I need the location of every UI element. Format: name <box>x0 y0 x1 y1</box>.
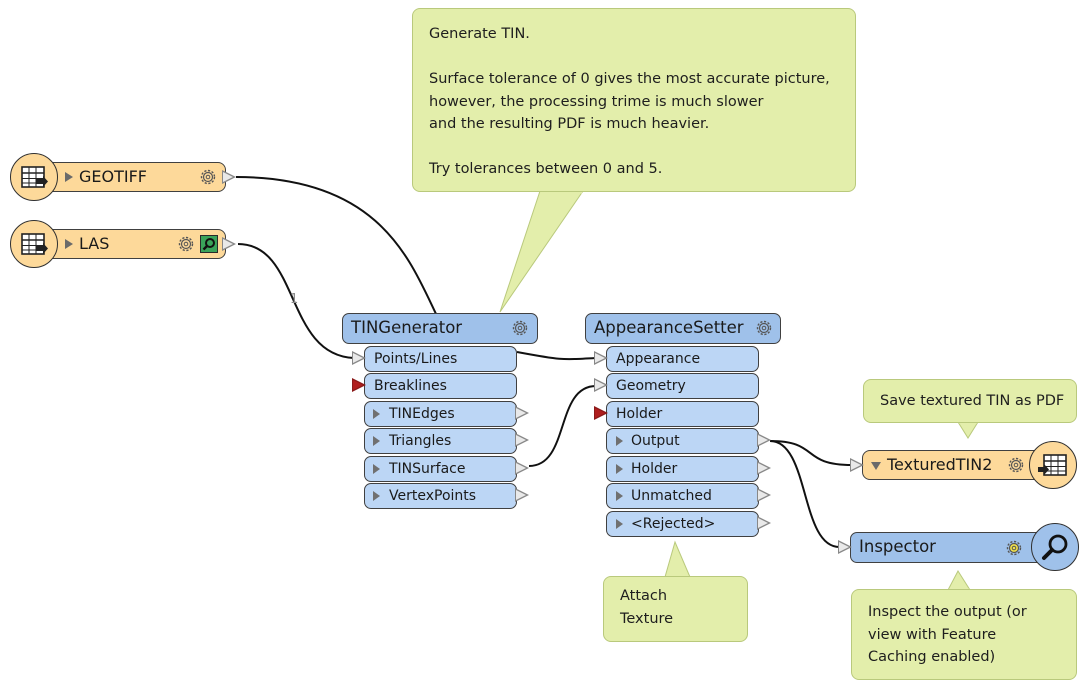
output-port-tinsurface[interactable]: TINSurface <box>364 456 517 482</box>
note-inspect-output: Inspect the output (or view with Feature… <box>851 589 1077 680</box>
inspector-input-port[interactable] <box>838 540 852 554</box>
output-arrow-icon[interactable] <box>515 433 529 447</box>
expand-icon[interactable] <box>616 464 623 474</box>
output-arrow-icon[interactable] <box>515 406 529 420</box>
output-arrow-icon[interactable] <box>757 488 771 502</box>
gear-icon[interactable] <box>176 234 196 254</box>
writer-texturedtin2[interactable]: TexturedTIN2 <box>862 450 1042 480</box>
transformer-title: AppearanceSetter <box>594 318 744 337</box>
table-reader-icon <box>21 166 48 188</box>
reader-name: LAS <box>79 234 110 253</box>
gear-icon[interactable] <box>510 318 530 338</box>
transformer-tingenerator-header[interactable]: TINGenerator <box>342 313 538 344</box>
input-port-holder[interactable]: Holder <box>606 401 759 427</box>
reader-circle-geotiff[interactable] <box>10 153 58 201</box>
input-port-breaklines[interactable]: Breaklines <box>364 373 517 399</box>
note-generate-tin: Generate TIN. Surface tolerance of 0 giv… <box>412 8 856 192</box>
gear-icon[interactable] <box>1004 538 1024 558</box>
gear-icon[interactable] <box>754 318 774 338</box>
table-writer-icon <box>1038 454 1067 476</box>
gear-icon[interactable] <box>198 167 218 187</box>
expand-icon[interactable] <box>373 436 380 446</box>
magnifier-icon <box>1042 534 1068 560</box>
wire-output-inspector <box>769 440 841 549</box>
note-pointer <box>499 190 584 313</box>
reader-output-port[interactable] <box>222 237 236 251</box>
output-port-holder[interactable]: Holder <box>606 456 759 482</box>
reader-las[interactable]: LAS <box>34 229 226 259</box>
expand-icon[interactable] <box>373 409 380 419</box>
expand-icon[interactable] <box>616 491 623 501</box>
collapse-icon[interactable] <box>871 462 881 470</box>
table-reader-icon <box>21 233 48 255</box>
expand-icon[interactable] <box>373 464 380 474</box>
expand-icon[interactable] <box>373 491 380 501</box>
inspector-title: Inspector <box>859 537 936 556</box>
wire-points-appearance <box>516 351 597 361</box>
note-pointer <box>947 570 971 591</box>
expand-icon[interactable] <box>65 239 73 249</box>
input-port-appearance[interactable]: Appearance <box>606 346 759 372</box>
output-port-vertexpoints[interactable]: VertexPoints <box>364 483 517 509</box>
output-port-triangles[interactable]: Triangles <box>364 428 517 454</box>
inspector-node[interactable]: Inspector <box>850 532 1044 563</box>
gear-icon[interactable] <box>1006 455 1026 475</box>
wire-geotiff-appearance <box>235 176 438 317</box>
required-input-arrow-icon[interactable] <box>594 406 608 420</box>
expand-icon[interactable] <box>65 172 73 182</box>
output-port-tinedges[interactable]: TINEdges <box>364 401 517 427</box>
required-input-arrow-icon[interactable] <box>352 378 366 392</box>
wire-output-writer <box>769 440 853 466</box>
note-pointer <box>957 421 979 439</box>
output-port-output[interactable]: Output <box>606 428 759 454</box>
wire-tinsurface-geometry <box>528 385 597 467</box>
output-arrow-icon[interactable] <box>757 461 771 475</box>
output-arrow-icon[interactable] <box>515 461 529 475</box>
reader-name: GEOTIFF <box>79 167 147 186</box>
transformer-appearancesetter-header[interactable]: AppearanceSetter <box>585 313 781 344</box>
input-arrow-icon[interactable] <box>594 351 608 365</box>
feature-cache-inspect-icon[interactable] <box>200 235 218 253</box>
writer-name: TexturedTIN2 <box>887 455 993 474</box>
output-arrow-icon[interactable] <box>757 433 771 447</box>
expand-icon[interactable] <box>616 519 623 529</box>
note-save-pdf: Save textured TIN as PDF <box>863 379 1077 423</box>
writer-circle[interactable] <box>1029 441 1077 489</box>
reader-output-port[interactable] <box>222 170 236 184</box>
expand-icon[interactable] <box>616 436 623 446</box>
output-port-unmatched[interactable]: Unmatched <box>606 483 759 509</box>
output-arrow-icon[interactable] <box>515 488 529 502</box>
note-pointer <box>664 540 691 578</box>
output-arrow-icon[interactable] <box>757 516 771 530</box>
inspector-circle[interactable] <box>1031 523 1079 571</box>
transformer-title: TINGenerator <box>351 318 463 337</box>
reader-circle-las[interactable] <box>10 220 58 268</box>
feature-count-label: 1 <box>290 292 299 307</box>
input-port-geometry[interactable]: Geometry <box>606 373 759 399</box>
reader-geotiff[interactable]: GEOTIFF <box>34 162 226 192</box>
input-arrow-icon[interactable] <box>594 378 608 392</box>
input-arrow-icon[interactable] <box>352 351 366 365</box>
note-attach-texture: Attach Texture <box>603 576 748 642</box>
writer-input-port[interactable] <box>850 458 864 472</box>
input-port-points-lines[interactable]: Points/Lines <box>364 346 517 372</box>
output-port-rejected[interactable]: <Rejected> <box>606 511 759 537</box>
